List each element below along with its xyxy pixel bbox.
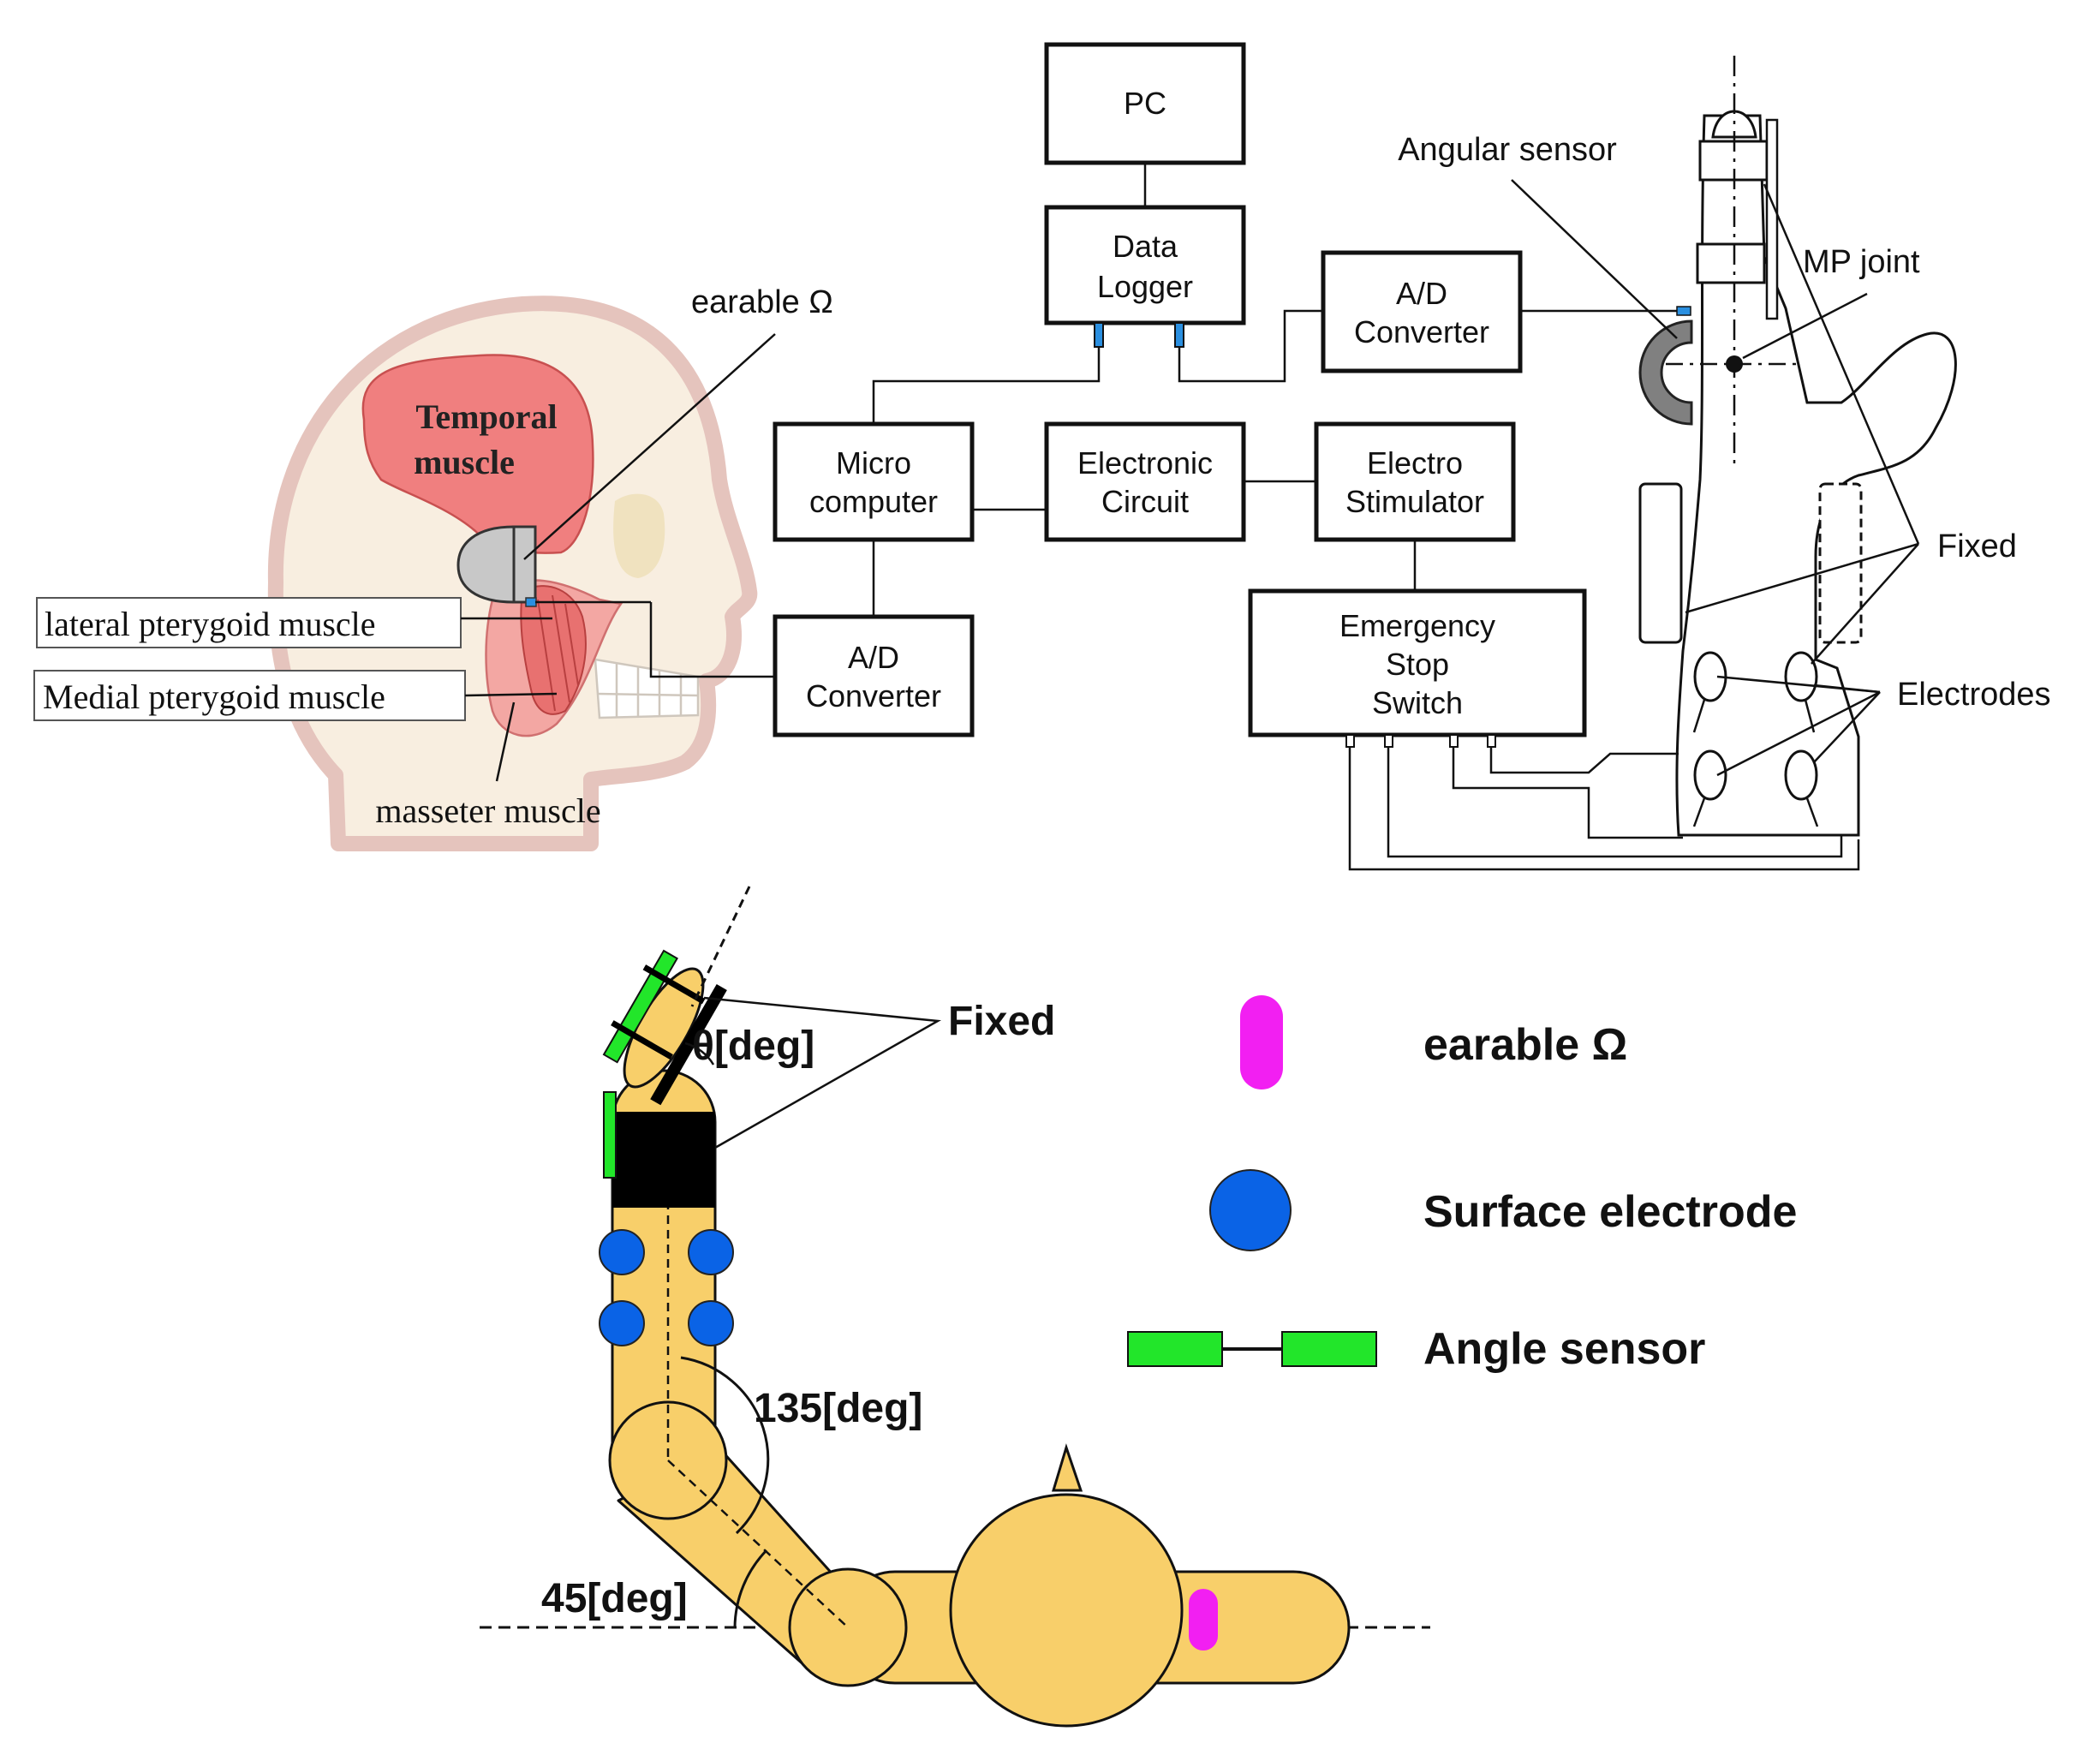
legend-angle-sensor-right xyxy=(1281,1331,1377,1367)
emergency-stop-label-line1: Emergency xyxy=(1339,608,1495,643)
masseter-label: masseter muscle xyxy=(375,791,600,830)
data-logger-block xyxy=(1044,205,1246,325)
angular-sensor-body xyxy=(1638,319,1693,426)
temporal-label-line2: muscle xyxy=(414,443,515,481)
forearm-pad-right xyxy=(1818,482,1863,644)
microcomputer-label-line1: Micro xyxy=(836,445,911,481)
legend-angle-sensor-label: Angle sensor xyxy=(1423,1324,1705,1374)
lateral-label-box xyxy=(36,597,462,648)
surface-electrodes xyxy=(599,1229,734,1346)
head-illustration: Temporal muscle earable Ω lateral pteryg… xyxy=(33,284,833,851)
ad-converter-top-label-line2: Converter xyxy=(1354,314,1489,349)
electro-stimulator-label-line2: Stimulator xyxy=(1345,484,1484,519)
arm-centerline-b xyxy=(667,1460,849,1628)
earable-cap xyxy=(456,525,516,604)
ad-converter-bottom-label-line1: A/D xyxy=(848,640,899,675)
hand-device: Angular sensor MP joint Fixed Electrodes xyxy=(1398,56,2051,837)
ad-converter-bottom-label-line2: Converter xyxy=(806,678,941,713)
angle-45-label: 45[deg] xyxy=(541,1576,688,1621)
earable-device xyxy=(512,525,537,604)
legend-angle-sensor-left xyxy=(1127,1331,1223,1367)
angle-arc-135 xyxy=(680,1356,770,1535)
shoulder-joint xyxy=(788,1567,908,1687)
pc-block xyxy=(1044,42,1246,165)
data-logger-label-line1: Data xyxy=(1113,229,1178,264)
earable-on-head xyxy=(1189,1589,1218,1651)
legend: earable Ω Surface electrode Angle sensor xyxy=(1127,995,1797,1374)
earable-label: earable Ω xyxy=(691,284,833,320)
electro-stimulator-label-line1: Electro xyxy=(1367,445,1463,481)
medial-label-box xyxy=(33,670,466,721)
logger-port-left xyxy=(1094,322,1104,348)
block-diagram: PC Data Logger A/D Converter Micro compu… xyxy=(773,42,1860,871)
connection-wires xyxy=(872,163,1860,871)
forearm-pad-left xyxy=(1638,482,1683,644)
angular-sensor-connector xyxy=(1676,306,1691,316)
theta-arc xyxy=(684,1042,715,1066)
temporal-muscle xyxy=(361,354,594,554)
ad-converter-top-label-line1: A/D xyxy=(1396,276,1447,311)
earable-connector xyxy=(525,597,537,607)
jaw-teeth xyxy=(594,658,700,719)
pc-label: PC xyxy=(1124,86,1166,121)
legend-earable-label: earable Ω xyxy=(1423,1020,1627,1070)
microcomputer-block xyxy=(773,421,975,542)
electronic-circuit-label-line2: Circuit xyxy=(1101,484,1189,519)
medial-label: Medial pterygoid muscle xyxy=(43,678,385,716)
finger-splint xyxy=(1765,118,1779,320)
theta-label: θ[deg] xyxy=(692,1024,814,1069)
teeth-lines xyxy=(596,664,699,717)
elbow-ear xyxy=(1051,1443,1083,1492)
ad-converter-bottom-block xyxy=(773,614,975,737)
electrodes-on-arm xyxy=(1693,651,1818,801)
electrodes-label: Electrodes xyxy=(1897,677,2051,713)
legend-electrode-label: Surface electrode xyxy=(1423,1187,1797,1237)
fixed-label-posture: Fixed xyxy=(948,999,1055,1044)
emergency-stop-label-line3: Switch xyxy=(1372,685,1463,720)
mp-joint-dot xyxy=(1726,355,1743,373)
electronic-circuit-label-line1: Electronic xyxy=(1077,445,1213,481)
legend-electrode-swatch xyxy=(1209,1169,1292,1251)
temporal-label-line1: Temporal xyxy=(415,397,557,436)
finger-tip xyxy=(1711,110,1757,139)
fixed-label-hand: Fixed xyxy=(1937,528,2017,564)
mp-joint-label: MP joint xyxy=(1803,244,1920,280)
head-disc xyxy=(949,1493,1184,1728)
arm-posture-diagram: Fixed θ[deg] 135[deg] 45[deg] xyxy=(480,886,1430,1728)
angle-arc-45 xyxy=(733,1549,768,1628)
legend-earable-swatch xyxy=(1240,995,1283,1089)
logger-port-right xyxy=(1174,322,1184,348)
hand-outline xyxy=(1675,114,1957,837)
angle-sensor-wrist xyxy=(603,1091,617,1179)
microcomputer-label-line2: computer xyxy=(809,484,938,519)
lateral-label: lateral pterygoid muscle xyxy=(45,605,376,643)
emergency-stop-label-line2: Stop xyxy=(1386,647,1449,682)
electrode-leads xyxy=(1692,699,1819,827)
emergency-stop-block xyxy=(1248,588,1587,737)
angular-sensor-label: Angular sensor xyxy=(1398,132,1617,168)
cheekbone-shade xyxy=(613,493,665,578)
electronic-circuit-block xyxy=(1044,421,1246,542)
wrist-strap xyxy=(612,1112,715,1208)
theta-reference-line xyxy=(690,886,751,1007)
finger-strap-mid xyxy=(1696,242,1766,284)
electro-stimulator-block xyxy=(1314,421,1516,542)
ad-converter-top-block xyxy=(1321,250,1523,373)
data-logger-label-line2: Logger xyxy=(1097,269,1193,304)
angle-135-label: 135[deg] xyxy=(754,1386,922,1431)
